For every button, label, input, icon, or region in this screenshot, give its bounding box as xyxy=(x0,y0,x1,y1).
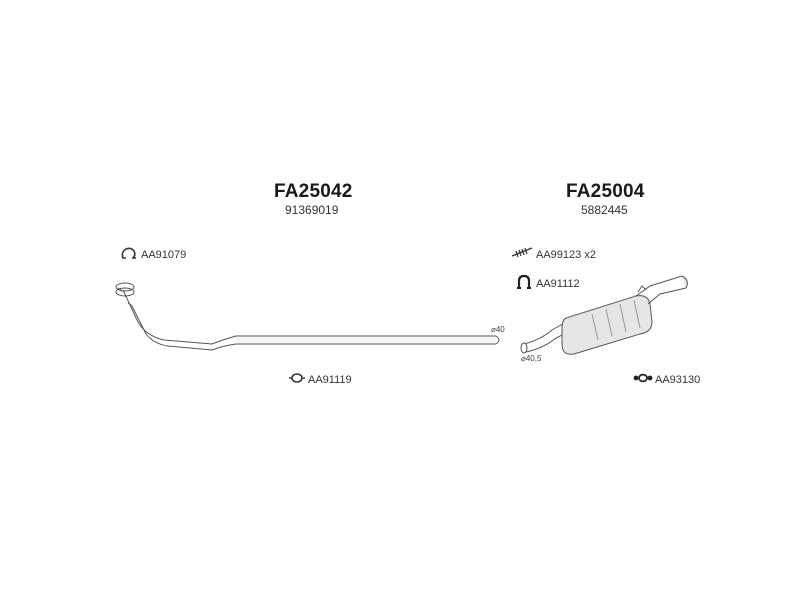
spring-bolt-icon xyxy=(511,247,533,258)
diameter-symbol: ⌀ xyxy=(491,325,496,334)
dim-pipe-diameter: ⌀40 xyxy=(491,325,505,334)
part-title-rear-silencer: FA25004 xyxy=(566,181,645,202)
part-title-front-pipe: FA25042 xyxy=(274,181,353,202)
diameter-symbol: ⌀ xyxy=(521,354,526,363)
accessory-label-4: AA91112 xyxy=(536,278,580,290)
accessory-label-2: AA91119 xyxy=(308,374,352,386)
accessory-label-5: AA93130 xyxy=(655,374,701,386)
rear-silencer xyxy=(520,275,688,355)
clamp-ring-icon xyxy=(121,247,136,259)
gasket-ring-icon xyxy=(289,373,305,383)
dim-muffler-diameter: ⌀40,5 xyxy=(521,354,542,363)
u-clamp-icon xyxy=(517,274,531,289)
part-ref-rear-silencer: 5882445 xyxy=(581,203,628,217)
part-ref-front-pipe: 91369019 xyxy=(285,203,339,217)
front-pipe xyxy=(115,282,500,351)
rubber-mount-icon xyxy=(633,373,653,383)
accessory-label-3: AA99123 x2 xyxy=(536,249,596,261)
front-pipe-fill xyxy=(236,337,496,343)
accessory-label-1: AA91079 xyxy=(141,249,187,261)
